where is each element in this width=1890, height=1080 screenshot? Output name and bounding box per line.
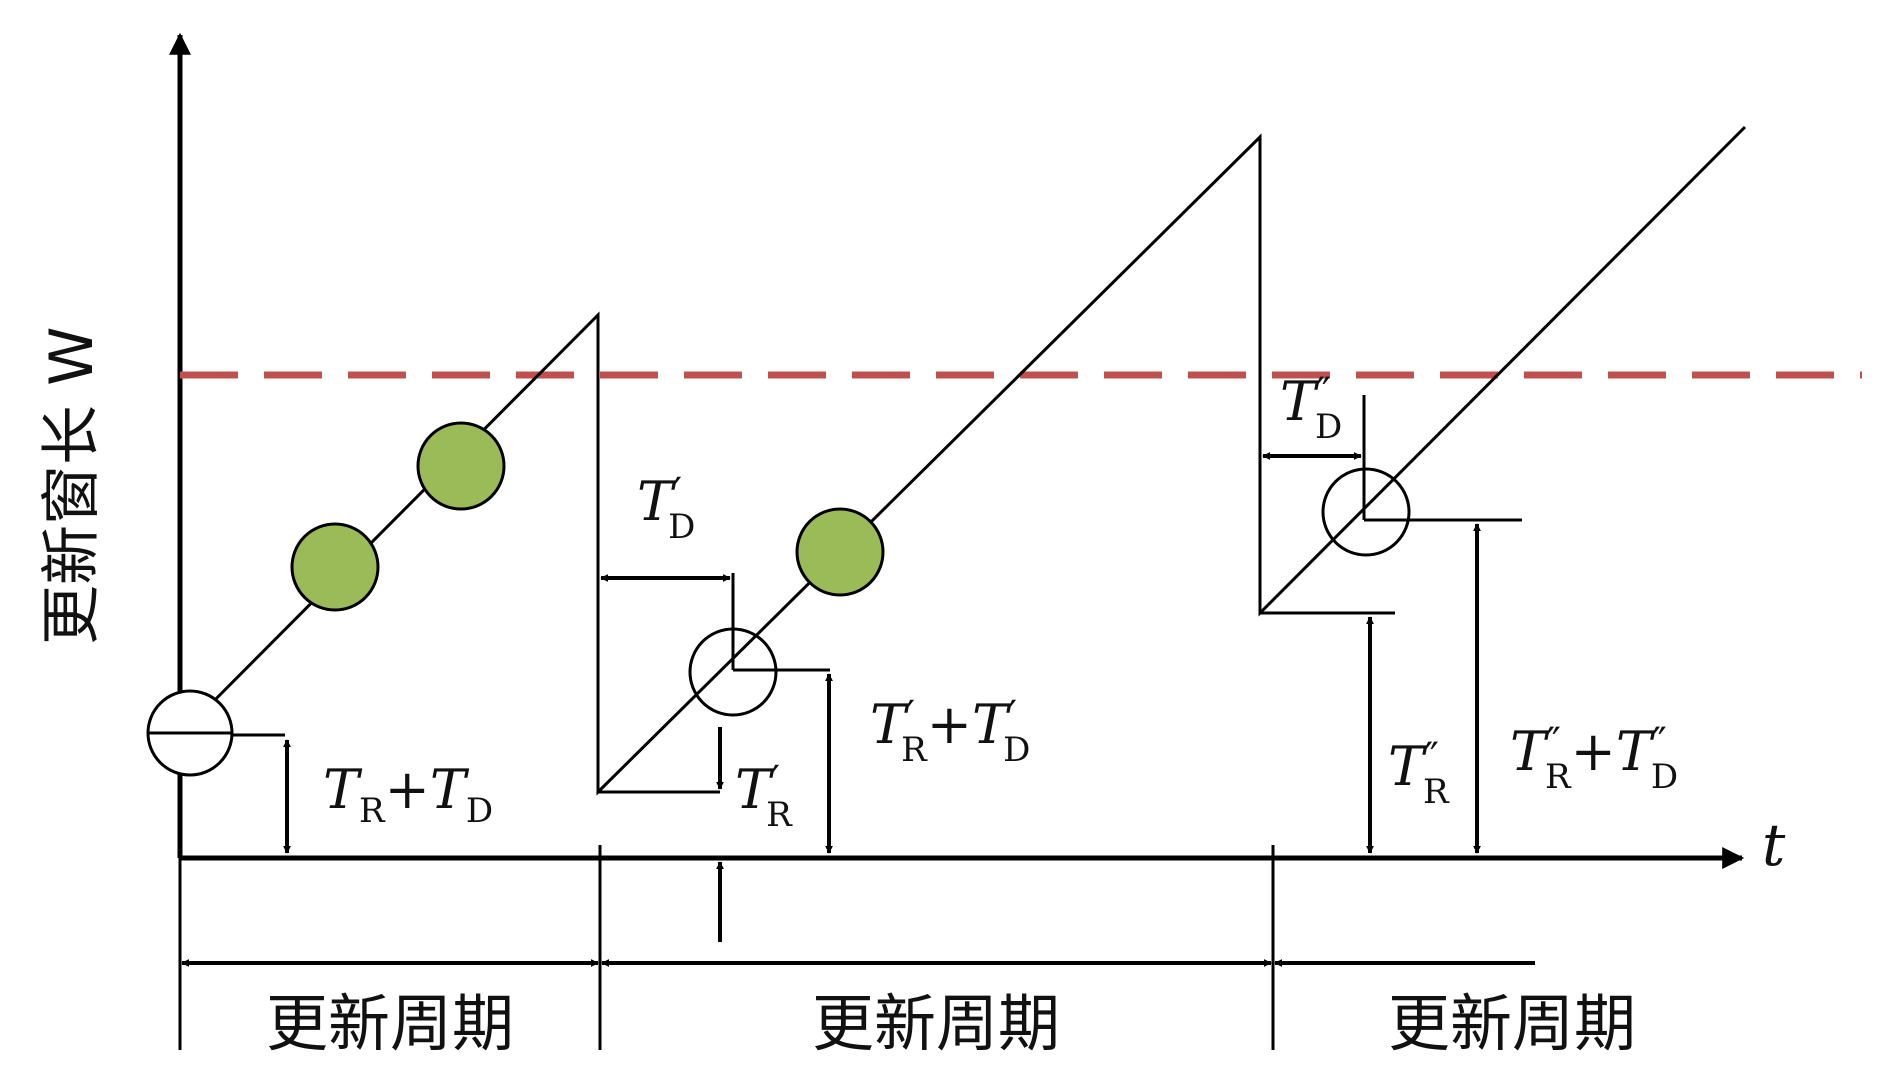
label-tr-td: TR+TD bbox=[323, 758, 493, 831]
period-label-1: 更新周期 bbox=[266, 987, 514, 1060]
label-tr-dprime: T″R bbox=[1388, 735, 1450, 812]
period-label-3: 更新周期 bbox=[1388, 987, 1636, 1060]
label-tr-td-dprime: T″R+T″D bbox=[1510, 720, 1678, 797]
y-axis-label: 更新窗长 W bbox=[37, 327, 107, 645]
marker-filled-1 bbox=[290, 522, 380, 612]
marker-filled-3 bbox=[795, 507, 885, 597]
label-td-prime: T′D bbox=[637, 470, 695, 547]
x-axis-label: t bbox=[1762, 811, 1786, 879]
label-td-dprime: T″D bbox=[1280, 370, 1342, 447]
window-curve bbox=[178, 125, 1747, 796]
period-label-2: 更新周期 bbox=[812, 987, 1060, 1060]
marker-filled-2 bbox=[416, 421, 506, 511]
marker-start bbox=[146, 689, 234, 777]
label-tr-prime: T′R bbox=[735, 758, 793, 835]
marker-open-2 bbox=[1321, 467, 1411, 557]
marker-open-1 bbox=[688, 627, 778, 717]
label-tr-td-prime: T′R+T′D bbox=[870, 693, 1030, 770]
